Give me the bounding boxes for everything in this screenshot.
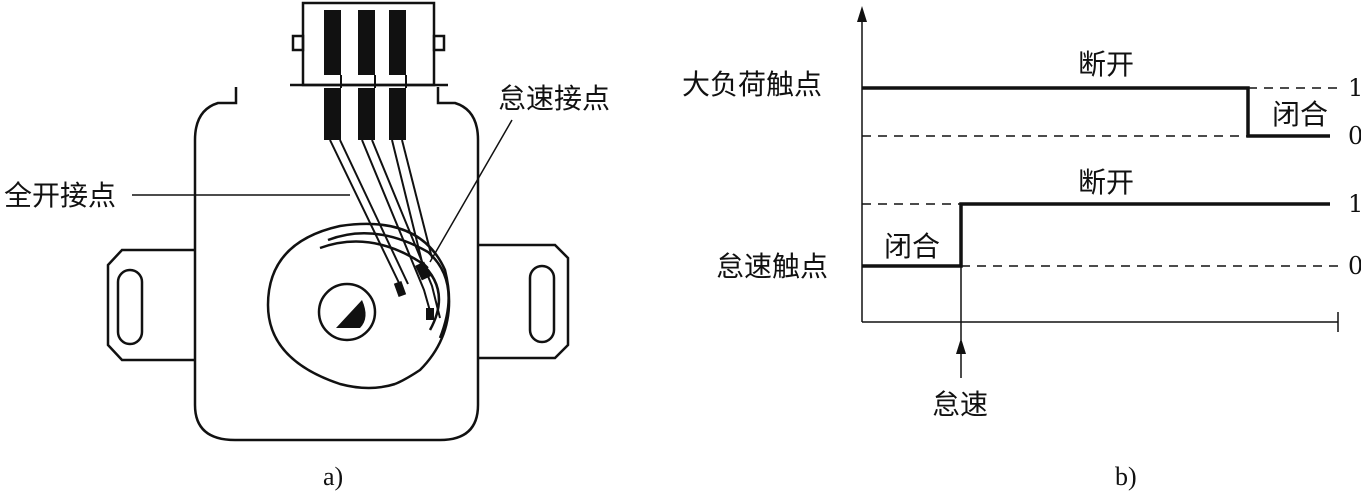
mount-ear-right bbox=[478, 243, 570, 360]
label-idle-contact: 怠速接点 bbox=[498, 82, 610, 115]
connector-pins bbox=[324, 10, 406, 140]
row-label-idle: 怠速触点 bbox=[716, 250, 828, 283]
heavy-open-label: 断开 bbox=[1078, 48, 1134, 81]
rotor-disc bbox=[266, 222, 451, 390]
label-full-open-contact: 全开接点 bbox=[4, 179, 116, 212]
timing-axes bbox=[861, 14, 1339, 340]
idle-waveform bbox=[862, 202, 1330, 268]
row-label-heavy-load: 大负荷触点 bbox=[682, 68, 822, 101]
heavy-closed-label: 闭合 bbox=[1272, 98, 1328, 131]
mount-slot-left bbox=[116, 268, 144, 346]
caption-b: b) bbox=[1115, 462, 1137, 491]
connector-tab-right bbox=[432, 34, 446, 52]
idle-marker-arrow bbox=[956, 338, 966, 354]
level-0-heavy: 0 bbox=[1348, 122, 1361, 150]
contact-wires bbox=[329, 139, 441, 319]
level-1-idle: 1 bbox=[1348, 190, 1361, 218]
sensor-drawing bbox=[106, 1, 570, 442]
sensor-body bbox=[193, 87, 480, 442]
y-axis-arrow bbox=[857, 6, 867, 22]
idle-open-label: 断开 bbox=[1078, 166, 1134, 199]
x-marker-label: 怠速 bbox=[932, 388, 988, 421]
idle-closed-label: 闭合 bbox=[884, 230, 940, 263]
connector-tab-left bbox=[291, 34, 305, 52]
leader-idle-contact bbox=[429, 119, 513, 263]
caption-a: a) bbox=[323, 462, 343, 491]
reference-levels bbox=[862, 87, 1338, 267]
contact-tips bbox=[393, 261, 434, 320]
shaft bbox=[317, 282, 377, 342]
level-1-heavy: 1 bbox=[1348, 74, 1361, 102]
heavy-load-waveform bbox=[862, 86, 1330, 138]
contact-track bbox=[319, 240, 441, 331]
shaft-flat bbox=[336, 300, 366, 328]
mount-slot-right bbox=[528, 264, 556, 344]
mount-ear-left bbox=[106, 248, 195, 362]
level-0-idle: 0 bbox=[1348, 252, 1361, 280]
